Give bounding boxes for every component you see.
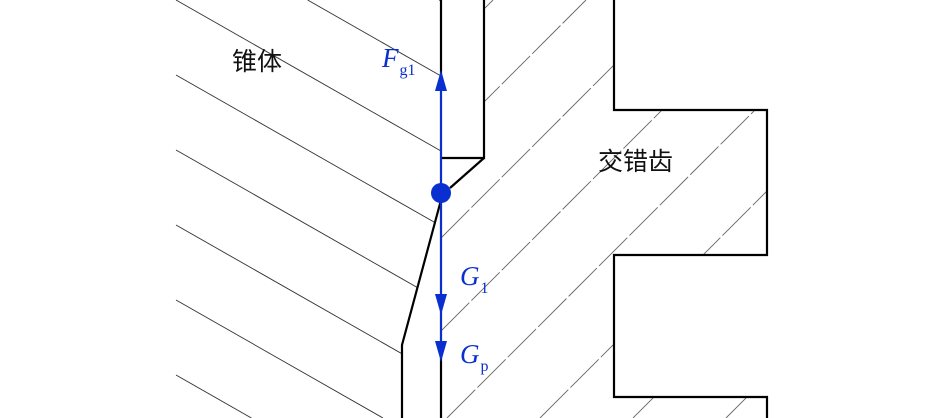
cone-hatching [175, 0, 441, 418]
force-subscript: p [480, 358, 489, 375]
hatch-line [175, 299, 384, 418]
hatch-line [175, 224, 441, 377]
hatch-line [446, 97, 767, 418]
cone-label: 锥体 [232, 47, 283, 76]
hatch-line [175, 149, 441, 302]
force-symbol: G [460, 261, 480, 291]
chamfer-line [449, 157, 485, 189]
hatch-line [539, 190, 767, 418]
hatch-line [175, 0, 441, 152]
staggered-teeth-label: 交错齿 [598, 147, 674, 176]
teeth-hatching [441, 0, 767, 418]
force-g1-arrowhead [435, 294, 447, 315]
force-subscript: g1 [399, 62, 416, 79]
hatch-line [441, 4, 767, 332]
upper-step-outline [441, 0, 486, 160]
force-label-g1: G1 [460, 261, 489, 297]
cone-surface-outline [400, 199, 443, 418]
hatch-line [441, 0, 494, 53]
hatch-line [307, 0, 441, 77]
hatch-line [175, 74, 441, 227]
force-label-fg1: Fg1 [382, 43, 416, 79]
force-fg1-arrowhead [435, 70, 447, 91]
force-symbol: F [382, 43, 399, 73]
staggered-teeth-outline [612, 0, 769, 418]
force-symbol: G [460, 339, 480, 369]
force-vectors [431, 70, 451, 362]
hatch-line [175, 374, 252, 418]
hatch-line [441, 0, 680, 239]
part-outlines [400, 0, 769, 418]
force-label-gp: Gp [460, 339, 489, 375]
hatch-line [441, 0, 587, 146]
contact-point [431, 183, 451, 203]
force-subscript: 1 [480, 280, 489, 297]
force-gp-arrowhead [435, 341, 447, 362]
